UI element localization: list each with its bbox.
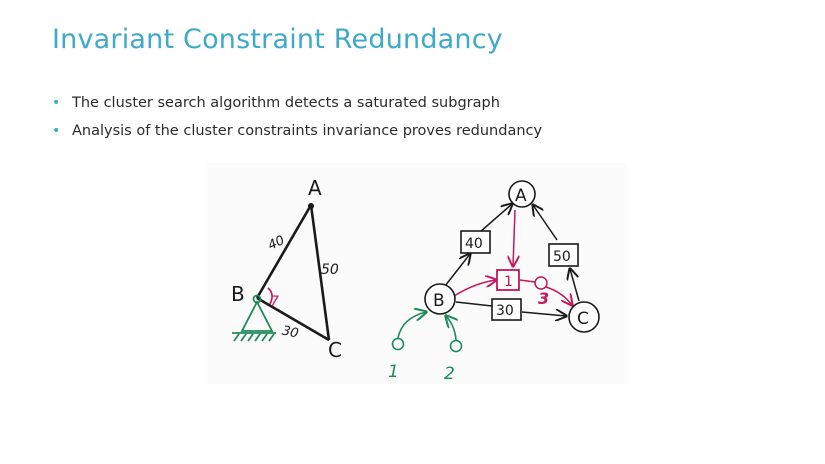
page-title: Invariant Constraint Redundancy [52,24,503,55]
constraint-graph: 1 3 40 50 30 A B C 1 2 [388,180,600,384]
triangle-edge-ac [309,204,331,341]
triangle-sketch: 7 A B C 40 50 30 [231,176,342,362]
vertex-a-dot [308,203,314,209]
edge-30-to-c [521,312,566,316]
bullet-item: • The cluster search algorithm detects a… [52,93,542,121]
edge-50-to-a [533,205,558,241]
ground-edge-1 [397,312,426,339]
ground-support-icon [232,294,276,342]
constraint-box-ac [548,243,579,267]
constraint-box-bc [491,298,522,321]
ground-node-2 [449,339,463,353]
constraint-bc-label: 30 [496,303,514,319]
redundant-constraint-box [496,269,520,291]
redundant-constraint-label: 1 [504,274,513,290]
vertex-c-label: C [328,338,342,362]
bullet-list: • The cluster search algorithm detects a… [52,93,542,149]
bullet-text: The cluster search algorithm detects a s… [72,95,500,111]
edge-b-to-40 [444,254,470,287]
constraint-ac-label: 50 [553,249,571,265]
redundant-node [534,276,548,290]
angle-mark-label: 7 [270,294,279,310]
node-b-label: B [433,291,445,311]
triangle-edge-ab [255,204,313,299]
ground-constraints: 1 2 [388,312,463,384]
redundant-value-label: 3 [538,289,549,308]
ground-node-1 [391,337,405,351]
node-c-label: C [577,309,589,329]
edge-40-to-a [479,204,512,233]
bullet-item: • Analysis of the cluster constraints in… [52,121,542,149]
edge-ac-label: 50 [321,262,339,278]
redundant-edge-d [545,286,572,305]
ground-label-2: 2 [444,364,455,384]
node-a [508,180,536,208]
edge-bc-label: 30 [281,323,300,341]
vertex-b-label: B [231,282,245,306]
constraint-box-ab [460,230,491,254]
bullet-dot: • [52,123,61,139]
vertex-a-label: A [308,176,322,200]
edge-b-to-30 [455,301,493,307]
ground-edge-2 [446,316,456,341]
redundant-edge-c [519,279,536,283]
node-a-label: A [515,186,527,206]
constraint-ab-label: 40 [465,236,483,252]
edge-ab-label: 40 [266,233,287,254]
bullet-dot: • [52,95,61,111]
triangle-edge-bc [256,296,330,342]
bullet-text: Analysis of the cluster constraints inva… [72,123,543,139]
figure-background [207,163,627,385]
ground-label-1: 1 [388,362,399,382]
redundant-edge-b [453,280,496,297]
edge-c-to-50 [570,269,580,302]
node-c [568,301,600,333]
angle-arc [267,287,273,305]
node-b [424,283,456,315]
redundant-edge-a [513,209,515,266]
